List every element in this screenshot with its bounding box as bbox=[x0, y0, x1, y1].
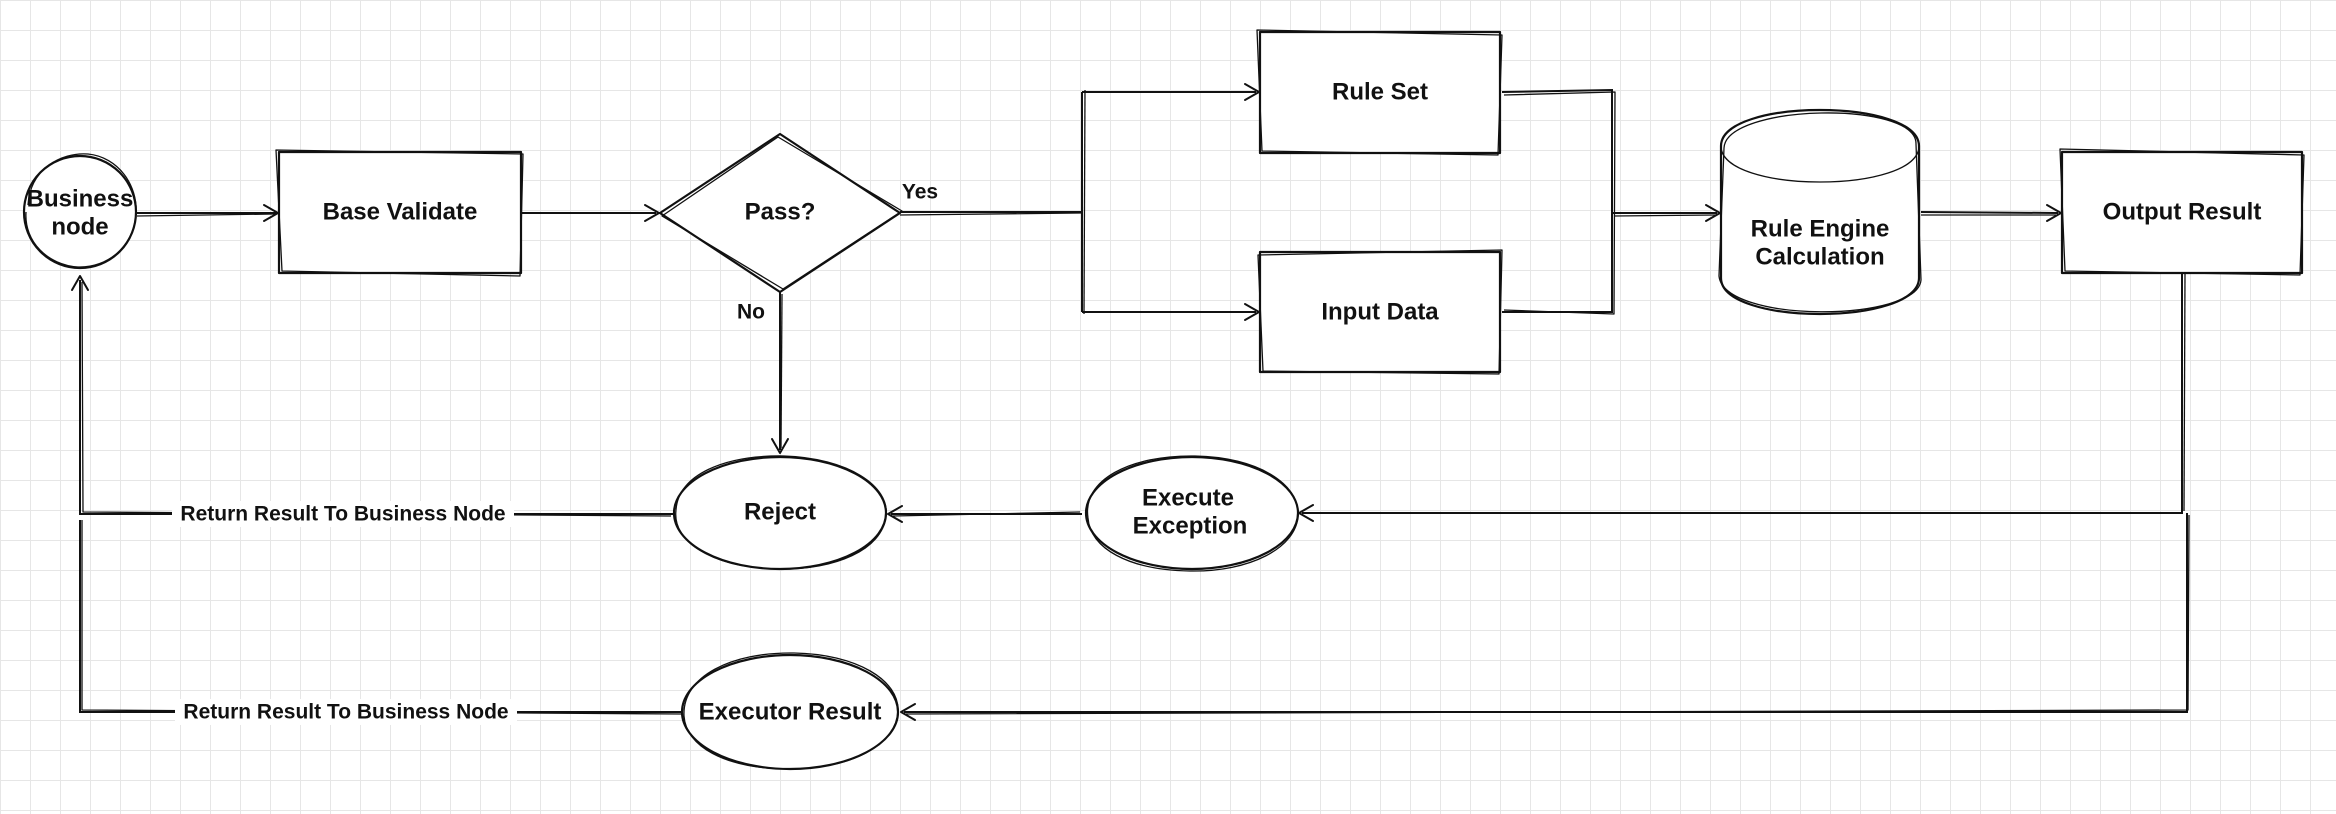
input-data-node[interactable]: Input Data bbox=[1257, 249, 1503, 375]
execute-exception-line1: Execute bbox=[1142, 484, 1234, 511]
edge-business-to-validate[interactable] bbox=[136, 204, 279, 222]
rule-engine-line2: Calculation bbox=[1755, 243, 1884, 270]
edge-pass-no-to-reject[interactable] bbox=[771, 292, 789, 454]
rule-engine-node[interactable]: Rule Engine Calculation bbox=[1718, 108, 1922, 316]
reject-label: Reject bbox=[744, 498, 816, 525]
executor-result-label: Executor Result bbox=[699, 698, 882, 725]
business-node-line1: Business bbox=[27, 185, 134, 212]
business-node[interactable]: Business node bbox=[22, 153, 138, 270]
pass-decision-label: Pass? bbox=[745, 198, 816, 225]
edge-validate-to-pass[interactable] bbox=[522, 204, 660, 222]
reject-node[interactable]: Reject bbox=[672, 455, 888, 571]
output-result-label: Output Result bbox=[2103, 198, 2262, 225]
rule-engine-line1: Rule Engine bbox=[1751, 215, 1890, 242]
edge-executor-to-business[interactable] bbox=[79, 520, 684, 715]
business-node-line2: node bbox=[51, 213, 108, 240]
execute-exception-line2: Exception bbox=[1133, 512, 1248, 539]
execute-exception-node[interactable]: Execute Exception bbox=[1084, 455, 1300, 572]
no-label: No bbox=[737, 301, 765, 324]
return-from-reject-label: Return Result To Business Node bbox=[180, 503, 505, 526]
return-label-bg-1 bbox=[172, 501, 514, 527]
edge-reject-to-business[interactable] bbox=[71, 275, 673, 517]
edge-engine-to-output[interactable] bbox=[1920, 204, 2062, 222]
input-data-label: Input Data bbox=[1321, 298, 1439, 325]
yes-label: Yes bbox=[902, 181, 938, 204]
edge-merge-to-engine[interactable] bbox=[1501, 88, 1721, 315]
executor-result-node[interactable]: Executor Result bbox=[680, 652, 900, 771]
edge-output-to-executor[interactable] bbox=[900, 513, 2190, 721]
rule-set-label: Rule Set bbox=[1332, 78, 1428, 105]
rule-set-node[interactable]: Rule Set bbox=[1256, 29, 1503, 156]
edge-pass-yes-branch[interactable] bbox=[899, 83, 1260, 321]
output-result-node[interactable]: Output Result bbox=[2059, 148, 2305, 276]
return-from-executor-label: Return Result To Business Node bbox=[183, 701, 508, 724]
edge-labels: Yes No Return Result To Business Node Re… bbox=[172, 181, 938, 725]
base-validate-node[interactable]: Base Validate bbox=[275, 149, 524, 277]
pass-decision-node[interactable]: Pass? bbox=[658, 132, 903, 294]
return-label-bg-2 bbox=[175, 699, 517, 725]
base-validate-label: Base Validate bbox=[323, 198, 478, 225]
edge-exception-to-reject[interactable] bbox=[887, 505, 1082, 523]
